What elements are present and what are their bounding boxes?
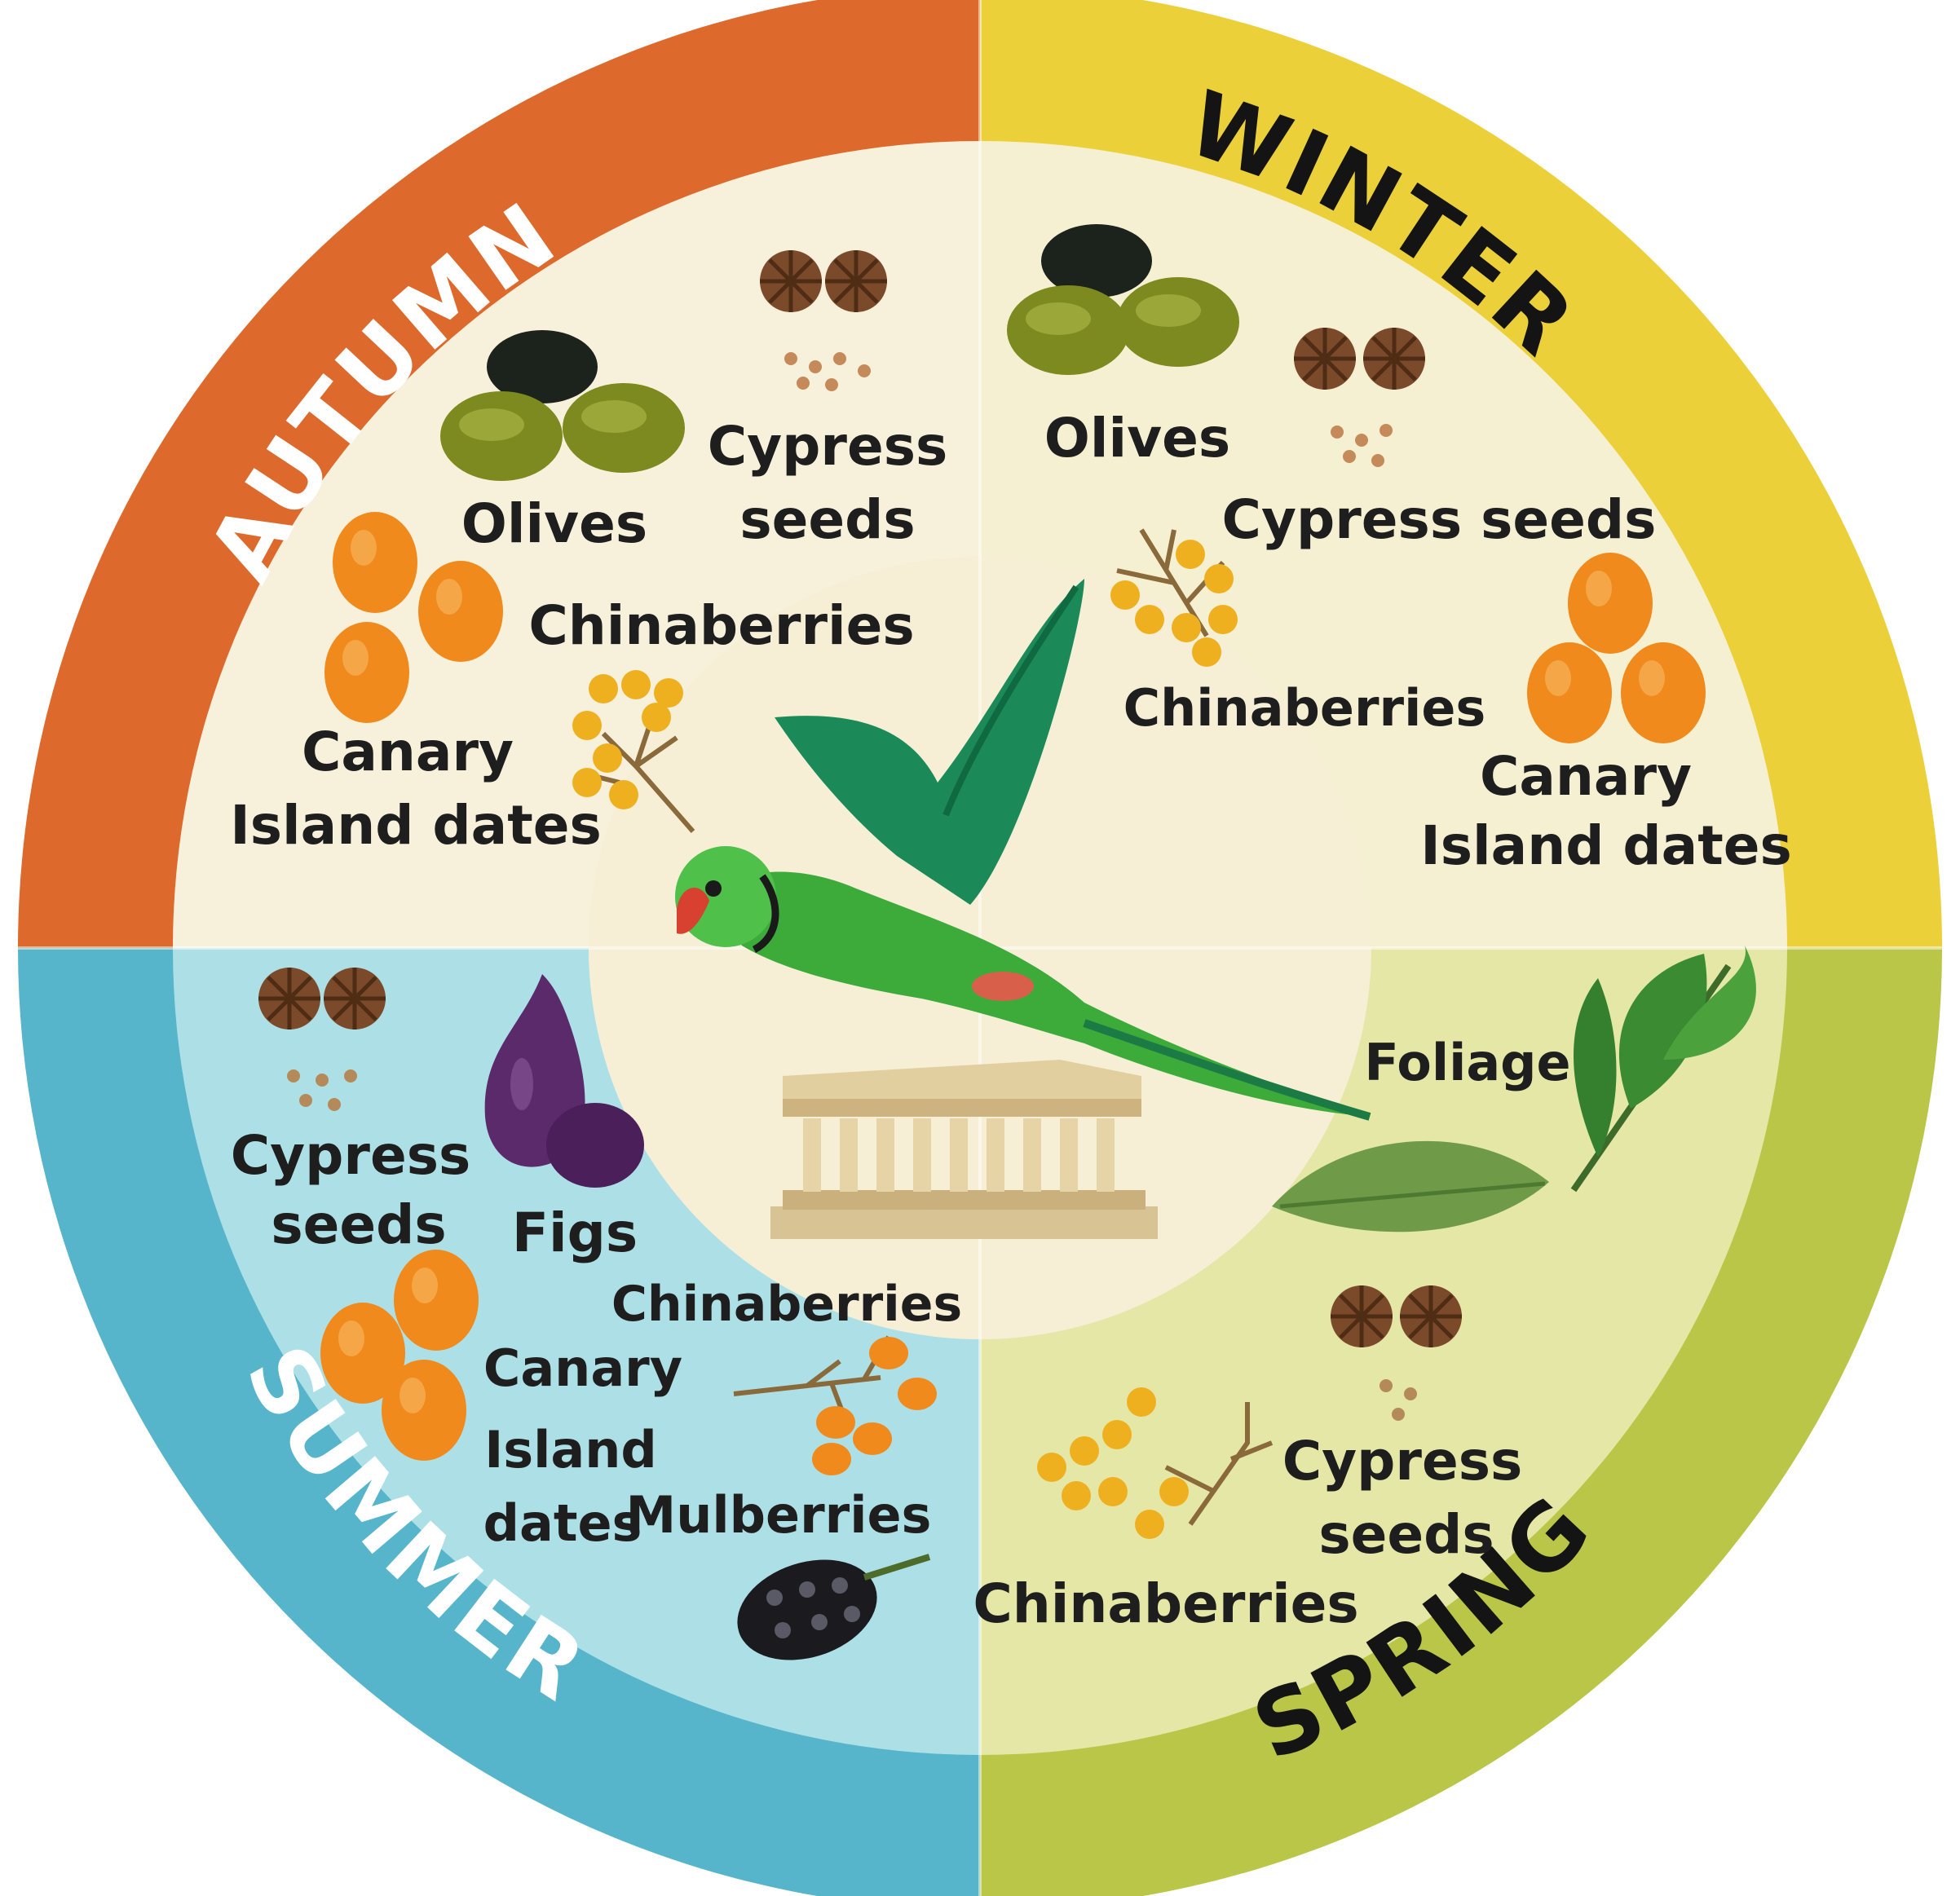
summer-dates-label-2: Island [484,1420,657,1479]
winter-dates-label-2: Island dates [1420,814,1792,877]
autumn-chinaberries-label: Chinaberries [528,594,914,657]
summer-cypress-icon [258,968,386,1111]
summer-dates-label-3: dates [483,1493,642,1553]
summer-chinaberry-icon [733,1335,937,1475]
summer-cypress-label-1: Cypress [231,1124,471,1187]
spring-leaf-icon [1272,946,1756,1232]
autumn-olives-label: Olives [461,492,647,555]
winter-chinaberries-label: Chinaberries [1123,678,1486,738]
summer-mulberry-icon [737,1554,931,1660]
winter-dates-label-1: Canary [1480,745,1692,808]
autumn-cypress-label-1: Cypress [708,415,948,478]
winter-olives-label: Olives [1044,407,1230,470]
spring-cypress-icon [1331,1285,1462,1421]
autumn-chinaberry-icon [572,670,695,833]
parakeet-icon [675,579,1371,1121]
winter-chinaberry-icon [1110,528,1238,667]
autumn-dates-label-2: Island dates [230,794,602,857]
winter-cypress-label: Cypress seeds [1222,488,1657,551]
summer-mulberries-label: Mulberries [626,1485,932,1545]
spring-foliage-label: Foliage [1364,1033,1570,1092]
summer-cypress-label-2: seeds [271,1193,446,1256]
summer-chinaberries-label: Chinaberries [611,1276,962,1333]
autumn-cypress-label-2: seeds [739,488,915,551]
spring-chinaberries-label: Chinaberries [973,1572,1358,1635]
temple-icon [770,1060,1158,1239]
summer-fig-icon [484,974,644,1188]
winter-olives-icon [1007,224,1239,375]
spring-chinaberry-icon [1037,1387,1274,1539]
summer-dates-label-1: Canary [483,1338,682,1398]
autumn-dates-label-1: Canary [302,721,514,783]
autumn-olives-icon [440,330,685,481]
winter-cypress-icon [1294,328,1425,467]
summer-figs-label: Figs [512,1202,638,1264]
spring-cypress-label-1: Cypress [1282,1430,1523,1493]
autumn-cypress-icon [760,250,887,391]
spring-cypress-label-2: seeds [1318,1503,1494,1566]
